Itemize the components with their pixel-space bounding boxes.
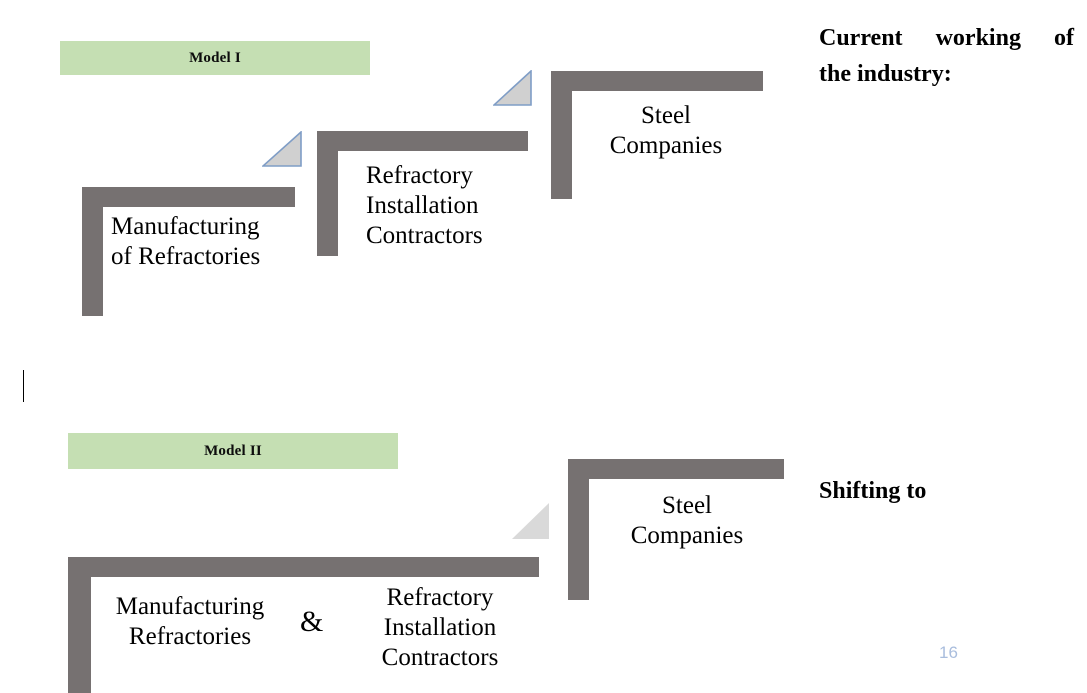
bracket-top-bar (317, 131, 528, 151)
node-label-steel-companies: Steel Companies (609, 102, 723, 159)
node-label-refractory-installation-contractors-2: Refractory Installation Contractors (381, 584, 499, 671)
bracket-top-bar (82, 187, 295, 207)
bracket-left-bar (317, 131, 338, 256)
bracket-left-bar (568, 459, 589, 600)
heading-current-line-1: Current working of (819, 25, 1074, 51)
heading-shifting-to: Shifting to (819, 478, 927, 504)
model-1-banner: Model I (60, 41, 370, 75)
step-triangle-icon (493, 70, 532, 106)
text-cursor-artifact (23, 370, 24, 402)
node-label-steel-companies-2: Steel Companies (630, 492, 744, 549)
model-1-banner-label: Model I (189, 49, 241, 66)
heading-current-line-2: the industry: (819, 61, 952, 87)
node-label-manufacturing-refractories: Manufacturing Refractories (115, 593, 265, 650)
triangle-up-right-icon (493, 70, 532, 106)
bracket-top-bar (551, 71, 763, 91)
bracket-left-bar (82, 187, 103, 316)
model-2-banner: Model II (68, 433, 398, 469)
bracket-left-bar (551, 71, 572, 199)
node-label-manufacturing-of-refractories: Manufacturing of Refractories (111, 213, 261, 270)
model-2-banner-label: Model II (204, 442, 262, 459)
triangle-up-right-icon (262, 131, 302, 167)
bracket-top-bar (68, 557, 539, 577)
bracket-left-bar (68, 557, 91, 693)
slide-number: 16 (939, 643, 958, 662)
node-label-ampersand: & (300, 605, 324, 638)
triangle-up-right-icon (512, 503, 549, 539)
step-triangle-icon (262, 131, 302, 167)
step-triangle-icon (512, 503, 550, 539)
node-label-refractory-installation-contractors: Refractory Installation Contractors (366, 162, 483, 249)
bracket-top-bar (568, 459, 784, 479)
heading-current-working: Current working of the industry: (819, 20, 1074, 92)
